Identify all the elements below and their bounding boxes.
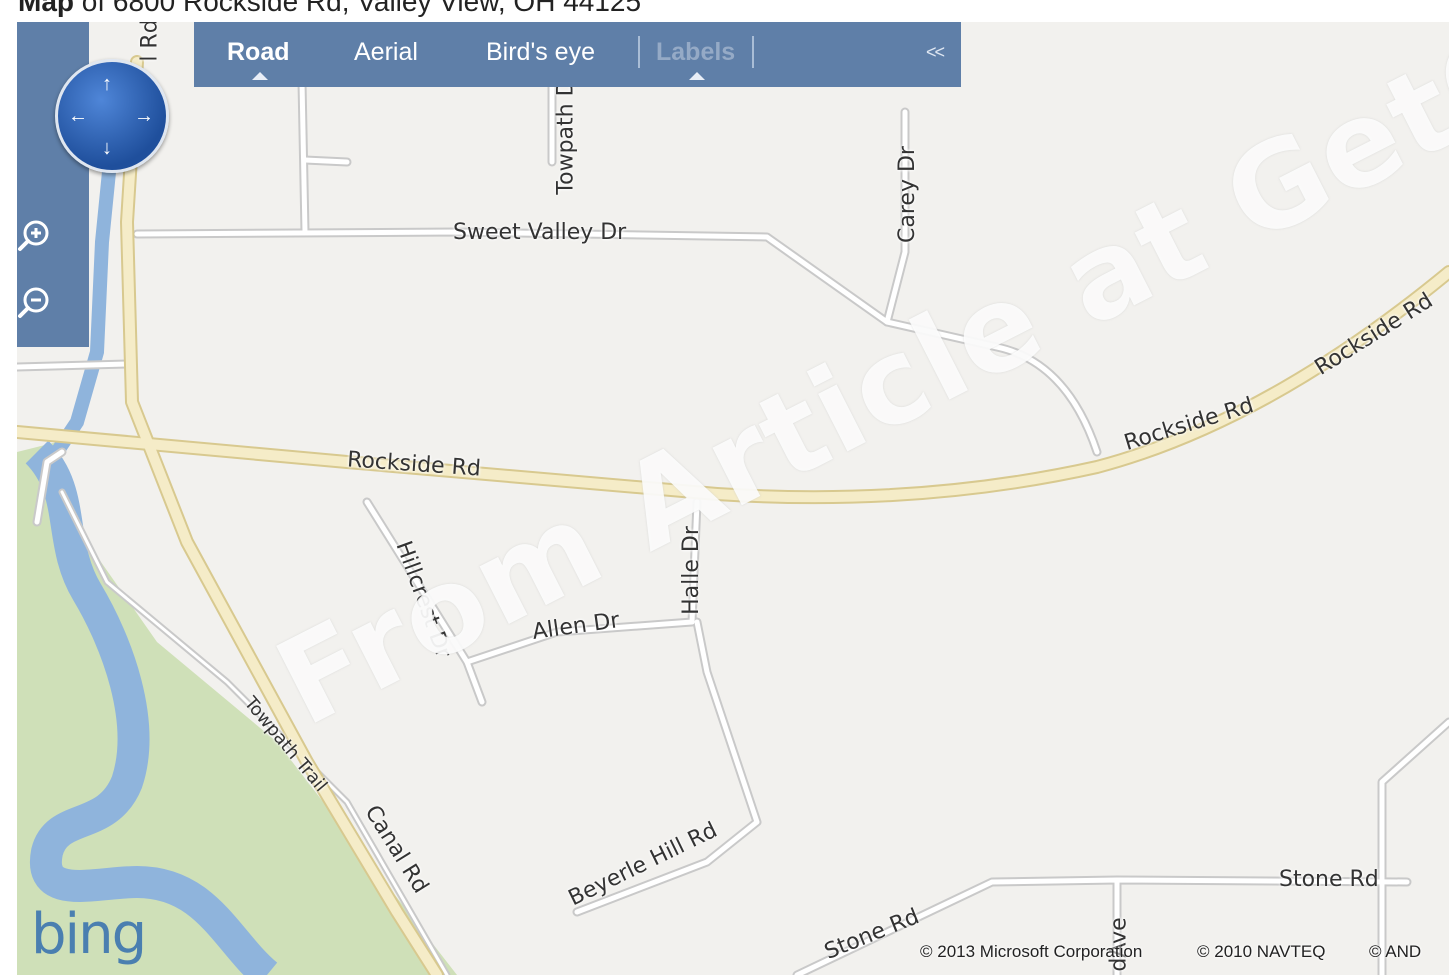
map-view[interactable]: Rockside Rd Rockside Rd Rockside Rd Swee… (17, 22, 1449, 975)
collapse-toolbar-button[interactable]: << (925, 42, 945, 62)
road-active-caret (252, 72, 268, 80)
heading-bold: Map (18, 0, 74, 17)
toolbar-separator-right (752, 36, 754, 68)
bing-logo: bing (31, 902, 147, 967)
toolbar-separator-left (638, 36, 640, 68)
labels-caret (689, 72, 705, 80)
copyright-microsoft: © 2013 Microsoft Corporation (920, 942, 1143, 961)
labels-button[interactable]: Labels (656, 38, 736, 66)
page-heading: Map of 6800 Rockside Rd, Valley View, OH… (18, 0, 641, 18)
street-label-sweet-valley: Sweet Valley Dr (453, 220, 627, 245)
birds-eye-button[interactable]: Bird's eye (486, 38, 595, 66)
street-label-canal-top: l Rd (137, 22, 163, 62)
street-label-towpath-dr: Towpath Dr (553, 70, 579, 195)
zoom-in-icon[interactable] (17, 218, 51, 252)
pan-up-icon[interactable]: ↑ (102, 73, 112, 95)
pan-control[interactable]: ↑ ↓ ← → (55, 59, 169, 173)
pan-left-icon[interactable]: ← (68, 105, 88, 127)
road-button[interactable]: Road (227, 38, 290, 66)
copyright-and: © AND (1369, 942, 1422, 961)
river (25, 440, 278, 975)
street-label-carey: Carey Dr (894, 146, 920, 243)
aerial-button[interactable]: Aerial (354, 38, 418, 66)
zoom-out-icon[interactable] (17, 285, 51, 319)
map-canvas (17, 55, 1449, 975)
pan-down-icon[interactable]: ↓ (102, 137, 112, 159)
heading-address: of 6800 Rockside Rd, Valley View, OH 441… (74, 0, 642, 17)
pan-right-icon[interactable]: → (134, 105, 154, 127)
copyright-navteq: © 2010 NAVTEQ (1197, 942, 1326, 961)
street-label-stone-right: Stone Rd (1279, 867, 1379, 892)
map-style-toolbar: Road Aerial Bird's eye Labels << (194, 22, 961, 87)
